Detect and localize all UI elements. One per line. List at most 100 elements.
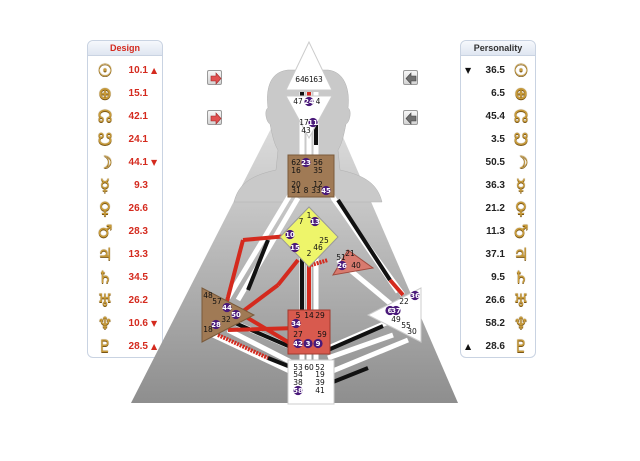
gate-37-marker (391, 305, 401, 316)
uranus-icon: ♅ (513, 291, 529, 311)
gate-56[interactable]: 56 (313, 158, 323, 167)
gate-64[interactable]: 64 (295, 75, 305, 84)
jupiter-icon: ♃ (513, 245, 529, 265)
gate-2[interactable]: 2 (307, 249, 312, 258)
gate-24[interactable]: 24 (304, 98, 314, 106)
design-value: 34.5 (128, 272, 148, 283)
gate-45[interactable]: 45 (321, 187, 331, 195)
gate-54[interactable]: 54 (293, 370, 303, 379)
head-center (285, 40, 333, 91)
gate-28[interactable]: 28 (211, 321, 221, 329)
gate-51[interactable]: 51 (336, 253, 346, 262)
gate-5[interactable]: 5 (296, 311, 301, 320)
gate-6[interactable]: 6 (388, 307, 393, 315)
design-value: 10.6 (128, 318, 148, 329)
gate-20[interactable]: 20 (291, 180, 301, 189)
gate-33[interactable]: 33 (311, 186, 321, 195)
design-value: 9.3 (134, 180, 148, 191)
gate-12[interactable]: 12 (313, 180, 323, 189)
gate-47[interactable]: 47 (293, 97, 303, 106)
personality-value: 45.4 (485, 111, 505, 122)
uranus-icon: ♅ (97, 291, 113, 311)
gate-21[interactable]: 21 (345, 249, 355, 258)
gate-62[interactable]: 62 (291, 158, 301, 167)
pluto-icon: ♇ (513, 337, 529, 357)
gate-23[interactable]: 23 (301, 159, 311, 167)
gate-60[interactable]: 60 (304, 363, 314, 372)
gate-37[interactable]: 37 (391, 307, 401, 315)
gate-41[interactable]: 41 (315, 386, 325, 395)
gate-59[interactable]: 59 (317, 330, 327, 339)
exalted-icon: ▲ (151, 342, 158, 351)
design-row-north-node: ☊42.1 (88, 106, 162, 128)
gate-38[interactable]: 38 (293, 378, 303, 387)
design-arrow-button-1[interactable] (207, 70, 222, 85)
gate-16[interactable]: 16 (291, 166, 301, 175)
gate-7[interactable]: 7 (299, 217, 304, 226)
gate-34[interactable]: 34 (291, 320, 301, 328)
gate-36[interactable]: 36 (410, 292, 420, 300)
gate-11[interactable]: 11 (308, 119, 318, 127)
gate-19[interactable]: 19 (315, 370, 325, 379)
gate-9[interactable]: 9 (316, 340, 321, 348)
gate-22[interactable]: 22 (399, 297, 409, 306)
gate-61[interactable]: 61 (304, 75, 314, 84)
gate-50[interactable]: 50 (231, 311, 241, 319)
gate-32[interactable]: 32 (221, 315, 231, 324)
gate-10[interactable]: 10 (285, 231, 295, 239)
gate-14[interactable]: 14 (304, 311, 314, 320)
gate-39[interactable]: 39 (315, 378, 325, 387)
personality-value: 36.3 (485, 180, 505, 191)
personality-arrow-button-2[interactable] (403, 110, 418, 125)
gate-53[interactable]: 53 (293, 363, 303, 372)
gate-18[interactable]: 18 (203, 325, 213, 334)
gate-13[interactable]: 13 (310, 218, 320, 226)
gate-3-marker (303, 338, 313, 349)
gate-4[interactable]: 4 (316, 97, 321, 106)
gate-29[interactable]: 29 (315, 311, 325, 320)
gate-27[interactable]: 27 (293, 330, 303, 339)
gate-35[interactable]: 35 (313, 166, 323, 175)
gate-15-marker (290, 242, 300, 253)
gate-46[interactable]: 46 (313, 243, 323, 252)
gate-3[interactable]: 3 (306, 340, 311, 348)
gate-52[interactable]: 52 (315, 363, 325, 372)
gate-17[interactable]: 17 (299, 118, 309, 127)
gate-8[interactable]: 8 (304, 186, 309, 195)
design-value: 10.1 (128, 65, 148, 76)
personality-row-sun: ☉36.5▼ (461, 60, 535, 82)
gate-34-marker (291, 318, 301, 329)
gate-58[interactable]: 58 (293, 387, 303, 395)
gate-15[interactable]: 15 (290, 244, 300, 252)
gate-57[interactable]: 57 (212, 297, 222, 306)
personality-row-jupiter: ♃37.1 (461, 244, 535, 266)
gate-44[interactable]: 44 (222, 304, 232, 312)
root-center (287, 359, 335, 405)
gate-55[interactable]: 55 (401, 321, 411, 330)
personality-row-uranus: ♅ 26.6 (461, 290, 535, 312)
gate-31[interactable]: 31 (291, 186, 301, 195)
north-node-icon: ☊ (97, 107, 113, 127)
personality-arrow-button-1[interactable] (403, 70, 418, 85)
solar-plexus-center (366, 287, 422, 343)
personality-row-north-node: ☊45.4 (461, 106, 535, 128)
design-row-saturn: ♄34.5 (88, 267, 162, 289)
personality-row-venus: ♀21.2 (461, 198, 535, 220)
gate-49[interactable]: 49 (391, 315, 401, 324)
design-row-moon: ☽44.1▼ (88, 152, 162, 174)
venus-icon: ♀ (98, 199, 112, 219)
mercury-icon: ☿ (515, 176, 527, 196)
gate-43[interactable]: 43 (301, 126, 311, 135)
design-row-jupiter: ♃13.3 (88, 244, 162, 266)
mars-icon: ♂ (513, 222, 529, 242)
gate-63[interactable]: 63 (313, 75, 323, 84)
design-arrow-button-2[interactable] (207, 110, 222, 125)
gate-25[interactable]: 25 (319, 236, 329, 245)
personality-value: 26.6 (485, 295, 505, 306)
gate-42[interactable]: 42 (293, 340, 303, 348)
gate-30[interactable]: 30 (407, 327, 417, 336)
gate-26[interactable]: 26 (337, 262, 347, 270)
gate-48[interactable]: 48 (203, 291, 213, 300)
gate-40[interactable]: 40 (351, 261, 361, 270)
gate-1[interactable]: 1 (307, 211, 312, 220)
